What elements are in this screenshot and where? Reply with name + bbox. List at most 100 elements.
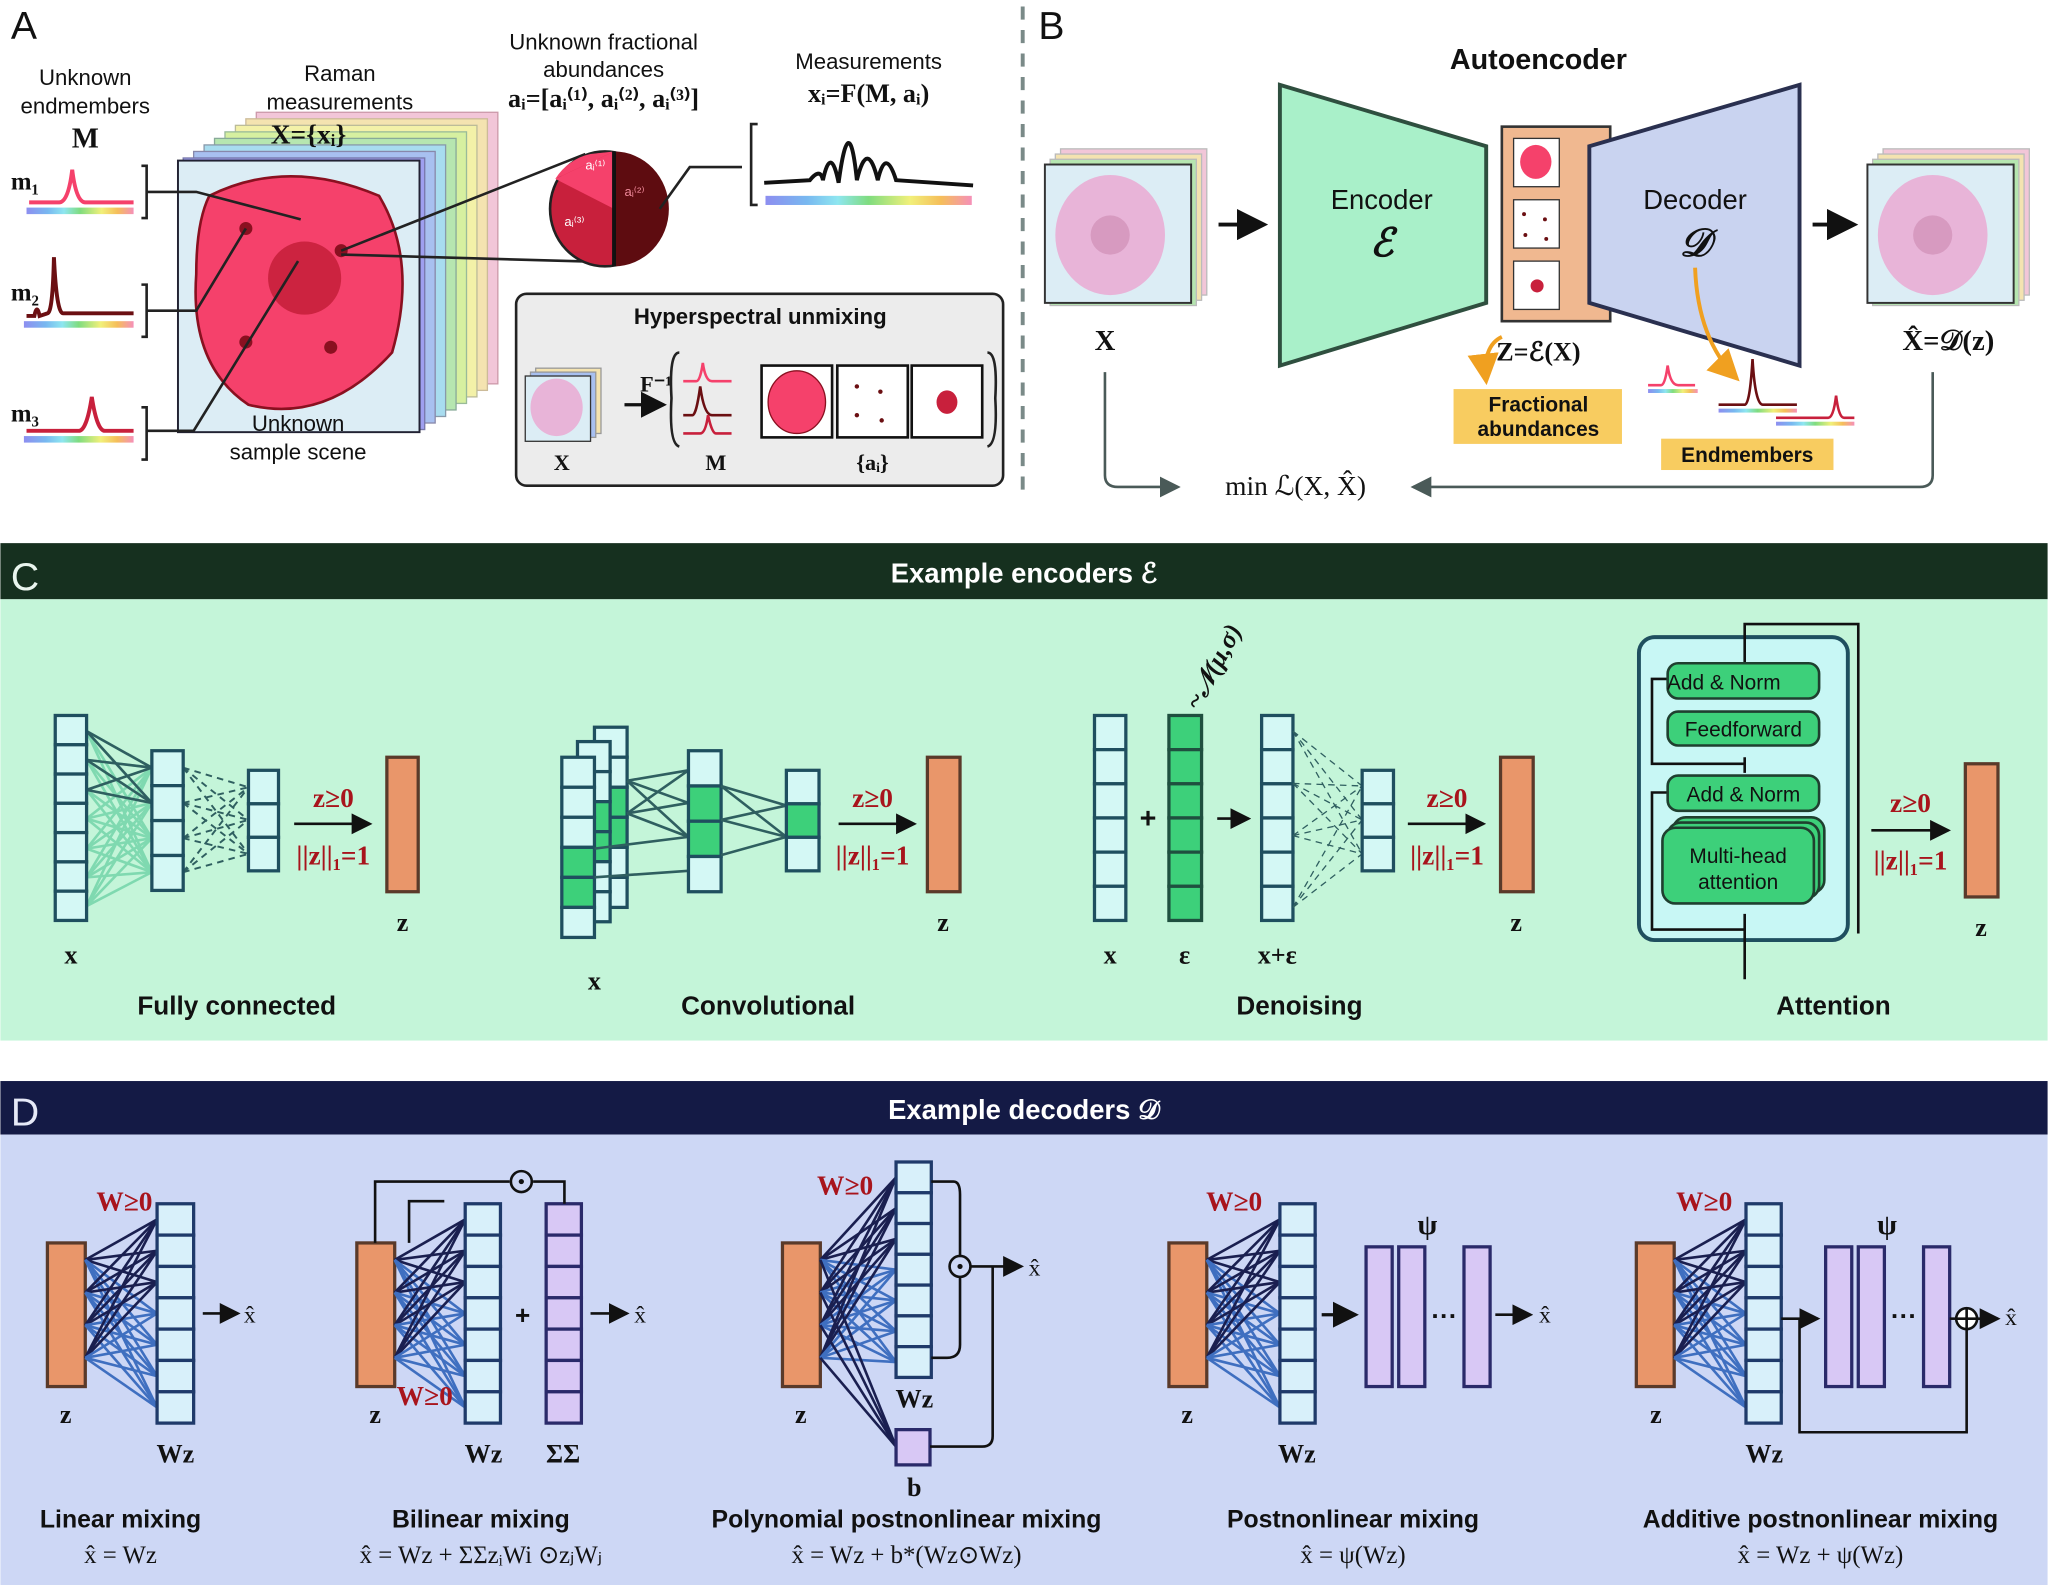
connection-line [1206,1312,1281,1359]
vector-cell [894,1345,933,1380]
vector-cell [463,1233,503,1269]
connection-line [86,870,152,879]
constraint-sum-to-one: ||z||₁=1 [836,840,910,870]
decoder-title: Polynomial postnonlinear mixing [712,1507,1102,1534]
panel-label: D [11,1091,39,1134]
vector-cell [1259,748,1295,786]
connection-line [1205,1218,1282,1359]
hadamard-dot [957,1263,963,1270]
connection-line [1673,1218,1748,1359]
pie-label: aᵢ⁽¹⁾ [585,158,605,173]
vector-cell [1744,1296,1783,1331]
fractional-badge [1453,389,1622,444]
connection-line [819,1176,898,1326]
connection-line [86,758,153,769]
connection-line [85,759,153,873]
organelle [324,340,338,354]
vector-cell [155,1296,196,1331]
w-constraint: W≥0 [96,1186,152,1216]
vector-column [1259,713,1295,923]
decoders-header [0,1081,2048,1135]
z-label: z [60,1400,72,1429]
encoder-title: Denoising [1236,990,1362,1020]
vector-cell [1092,816,1128,854]
vector-column [1092,713,1128,923]
fractional-badge-text: abundances [1478,418,1600,441]
decoders-header-title: Example decoders 𝒟 [888,1094,1161,1125]
brackets [141,164,148,461]
endmembers-title: endmembers [21,94,151,119]
vector-cell [544,1233,584,1269]
vector-cell [1744,1264,1783,1300]
wz-label: Wz [465,1439,503,1468]
connection-line [819,1356,898,1448]
z-label: z [1975,913,1987,942]
pointer-lines [146,190,302,433]
latent-z-bar [925,755,962,894]
z-labels: z z z z z [60,1400,1662,1429]
connection-line [1292,785,1363,837]
endmembers-symbol: M [72,123,99,155]
abundance-formula: aᵢ=[aᵢ⁽¹⁾, aᵢ⁽²⁾, aᵢ⁽³⁾] [508,84,699,113]
connection-line [394,1356,466,1378]
vector-column [1278,1202,1317,1425]
decoder-formula: x̂ = Wz + ψ(Wz) [1738,1542,1904,1569]
wavelength-bar [765,195,972,205]
loss-function: min ℒ(X, X̂) [1225,470,1366,500]
decoder-formula: x̂ = Wz + b*(Wz⊙Wz) [791,1542,1021,1569]
vector-cell [1167,713,1204,752]
unmixing-title: Hyperspectral unmixing [634,304,887,329]
vector-column [1360,768,1396,873]
w-constraint: W≥0 [397,1381,453,1411]
residual-connections [1650,622,1860,980]
vector-column [560,755,597,940]
connection-line [182,819,250,873]
psi-layer [1462,1245,1492,1389]
vector-cell [560,785,597,819]
xhat-label: x̂ [244,1303,256,1329]
feedforward-label: Feedforward [1685,718,1802,741]
vector-cell [1278,1202,1317,1237]
vector-cell [1167,850,1204,888]
latent-z-bar [1963,762,2000,899]
constraint-nonneg: z≥0 [1427,783,1468,813]
connection-line [86,788,153,805]
connection-line [85,1343,158,1360]
vector-cell [1092,713,1128,752]
vector-cell [894,1191,933,1226]
vector-cell [686,854,723,894]
xhat-label: x̂ [1029,1256,1041,1282]
constraint-sum-to-one: ||z||₁=1 [296,840,370,870]
add-norm-label: Add & Norm [1687,784,1801,807]
connection-line [85,759,153,840]
connection-line [626,812,689,839]
connection-line [84,1312,158,1359]
add-norm-label: Add & Norm [1667,671,1781,694]
connection-line [84,1218,159,1359]
latent-z-bar [45,1241,87,1389]
encoder-title: Fully connected [137,990,336,1020]
connection-line [85,766,153,820]
wz-label: Wz [1278,1439,1316,1468]
connection-line [394,1343,466,1360]
vector-cell [686,819,723,859]
scene-label: sample scene [230,440,367,465]
connection-line [626,801,689,815]
bilinear-connections [373,1180,566,1243]
connection-line [819,1291,898,1448]
connection-line [85,729,153,769]
constraint-nonneg: z≥0 [852,783,893,813]
endmember-spectrum [29,169,134,205]
scene-label: Unknown [252,411,345,436]
decoder-formula: x̂ = Wz [84,1542,157,1569]
vector-cell [150,784,185,823]
psi-layer [1856,1245,1887,1389]
panel-label: B [1038,5,1064,48]
w-constraint: W≥0 [1206,1186,1262,1216]
connection-line [1673,1343,1747,1360]
connection-line [85,802,153,879]
connection-line [1673,1218,1748,1326]
vector-cell [1278,1264,1317,1300]
vector-cell [1360,768,1396,806]
panel-label: C [11,556,39,599]
